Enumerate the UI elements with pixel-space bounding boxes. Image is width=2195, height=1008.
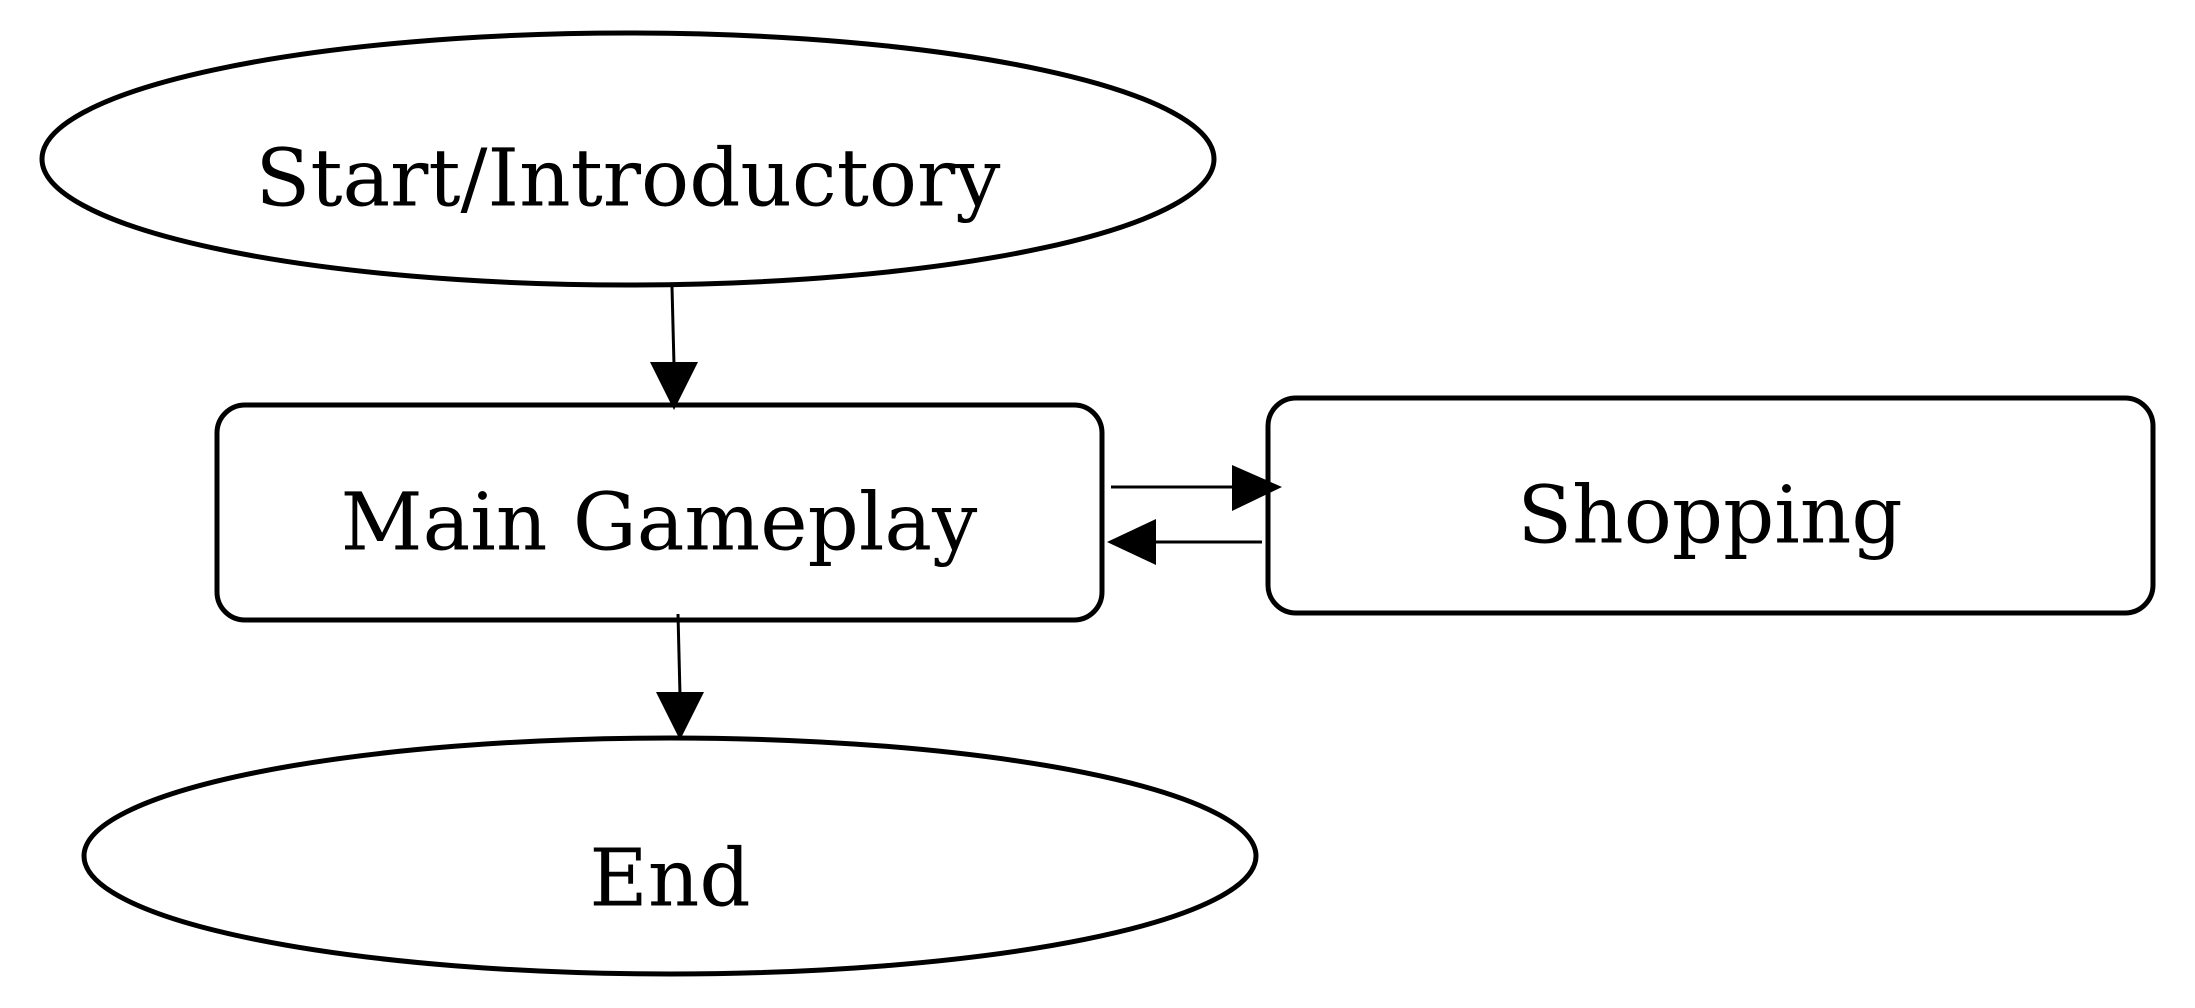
node-end-shape [81, 735, 1259, 977]
edge-start-to-main-line [670, 286, 676, 366]
node-start-label: Start/Introductory [256, 132, 1001, 225]
edge-main-to-end-line [676, 613, 682, 696]
edge-start-to-main-arrowhead [650, 362, 698, 410]
edge-start-to-main [650, 286, 698, 410]
node-shopping-label: Shopping [1517, 469, 1902, 562]
edge-main-to-end-arrowhead [656, 692, 704, 740]
edge-shopping-to-main-arrowhead [1107, 519, 1156, 565]
node-end-label: End [589, 832, 750, 925]
node-end: End [81, 735, 1259, 977]
edge-main-to-end [656, 613, 704, 740]
node-start: Start/Introductory [39, 30, 1217, 288]
node-shopping-shape [1265, 395, 2156, 616]
edge-main-to-shopping-arrowhead [1232, 465, 1282, 511]
node-main-gameplay-shape [214, 402, 1105, 623]
edge-shopping-to-main [1107, 519, 1262, 565]
edge-main-to-shopping [1111, 465, 1282, 511]
node-start-shape [39, 30, 1217, 288]
node-main-gameplay: Main Gameplay [214, 402, 1105, 623]
node-main-gameplay-label: Main Gameplay [341, 476, 978, 569]
node-shopping: Shopping [1265, 395, 2156, 616]
